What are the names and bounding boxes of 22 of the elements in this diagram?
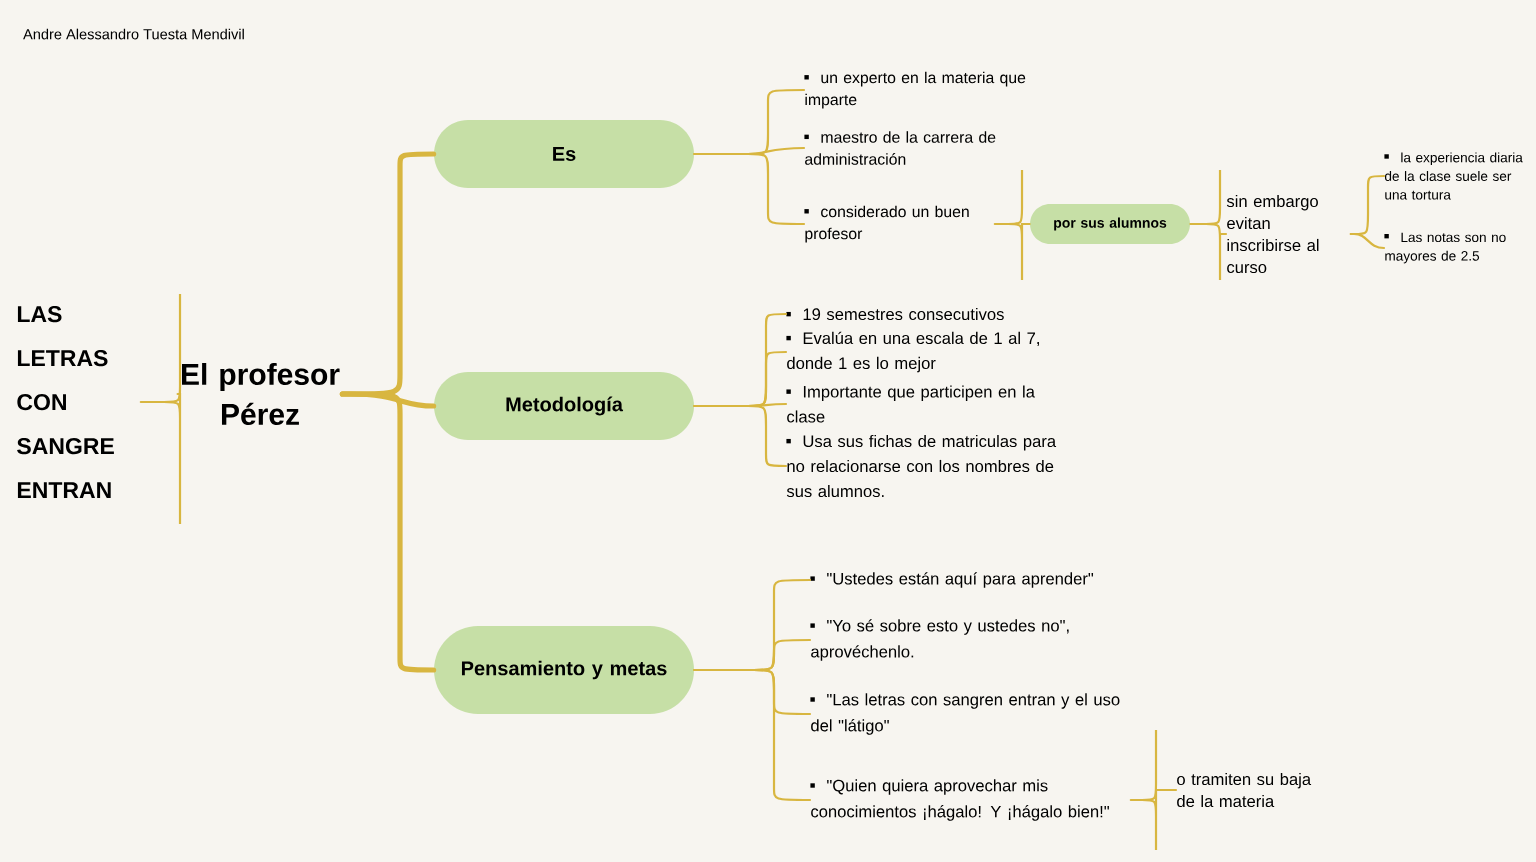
note-text: sin embargo evitan inscribirse al curso — [1226, 194, 1319, 274]
category-pill: Es — [434, 120, 694, 188]
topic-text: El profesor Pérez — [182, 363, 340, 425]
bullet-text: "Las letras con sangren entran y el uso del "látigo" — [810, 693, 1120, 735]
bullet-text: 19 semestres consecutivos — [786, 307, 1004, 321]
brace-connector — [1189, 168, 1228, 282]
bullet-text: "Quien quiera aprovechar mis conocimientos ¡hágalo! Y ¡hágalo bien!" — [810, 779, 1109, 821]
brace-connector — [693, 668, 812, 802]
brace-connector — [1129, 728, 1178, 852]
category-pill: Metodología — [434, 372, 694, 440]
bullet-text: Usa sus fichas de matriculas para no relacionarse con los nombres de sus alumnos. — [786, 434, 1057, 498]
bullet-text: "Ustedes están aquí para aprender" — [810, 572, 1094, 588]
bullet-text: Evalúa en una escala de 1 al 7, donde 1 es lo mejor — [786, 331, 1039, 373]
category-pill: Pensamiento y metas — [434, 626, 694, 714]
brace-connector — [693, 152, 806, 226]
bullet-text: Importante que participen en la clase — [786, 385, 1035, 423]
brace-connector — [139, 292, 182, 526]
brace-connector — [1349, 232, 1386, 250]
brace-connector — [993, 168, 1031, 282]
note-text: o tramiten su baja de la materia — [1177, 772, 1312, 808]
bullet-text: "Yo sé sobre esto y ustedes no", aprovéchenlo. — [810, 619, 1069, 661]
heading-text: LAS LETRAS CON SANGRE ENTRAN — [17, 306, 114, 499]
